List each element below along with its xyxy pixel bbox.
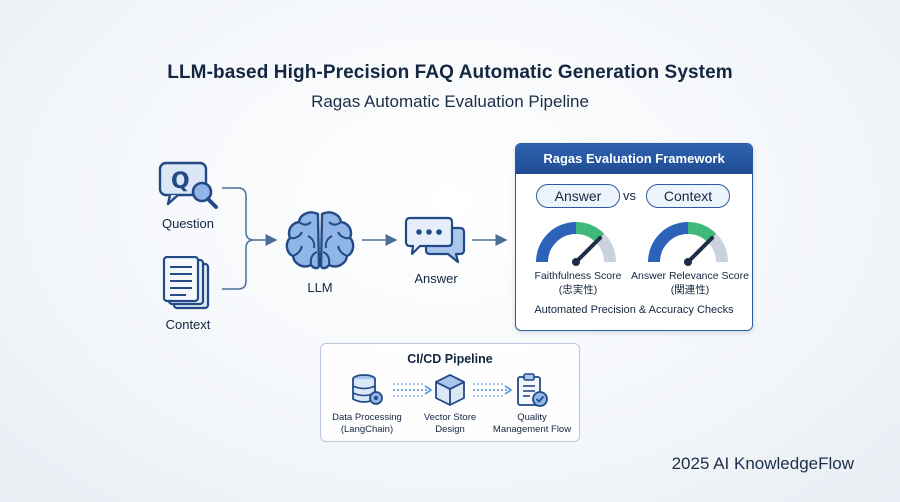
relevance-score-label: Answer Relevance Score (関連性) (628, 269, 752, 297)
ragas-evaluation-panel: Ragas Evaluation Framework Answer vs Con… (515, 143, 753, 331)
llm-label: LLM (307, 280, 333, 295)
automated-checks-label: Automated Precision & Accuracy Checks (534, 304, 734, 316)
answer-label: Answer (414, 271, 458, 286)
answer-pill: Answer (536, 184, 620, 208)
faithfulness-score-title: Faithfulness Score (534, 270, 622, 282)
dotted-arrow-1 (393, 383, 433, 397)
brand-footer: 2025 AI KnowledgeFlow (671, 454, 854, 473)
context-label: Context (165, 317, 211, 332)
page-subtitle: Ragas Automatic Evaluation Pipeline (311, 92, 589, 111)
clipboard-check-icon (517, 373, 548, 407)
question-search-icon: Q (158, 161, 218, 209)
relevance-score-title: Answer Relevance Score (631, 270, 749, 282)
cicd-step-quality: Quality Management Flow (487, 412, 577, 436)
cicd-step-vector-store: Vector Store Design (409, 412, 491, 436)
faithfulness-score-sub: (忠実性) (558, 284, 598, 296)
context-pill: Context (646, 184, 730, 208)
brain-icon (285, 211, 355, 270)
context-connector (222, 239, 255, 290)
cube-box-icon (435, 374, 465, 406)
ragas-panel-title: Ragas Evaluation Framework (516, 144, 752, 174)
svg-text:Q: Q (171, 169, 190, 194)
document-stack-icon (162, 256, 210, 310)
vector-store-sub: Design (435, 424, 465, 435)
vs-label: vs (623, 188, 636, 203)
data-processing-sub: (LangChain) (340, 424, 394, 435)
dotted-arrow-2 (473, 383, 513, 397)
cicd-pipeline-panel: CI/CD Pipeline Data Processing (LangCh (320, 343, 580, 442)
chat-bubble-icon (404, 216, 466, 264)
question-label: Question (161, 216, 215, 231)
faithfulness-score-label: Faithfulness Score (忠実性) (524, 269, 632, 297)
vector-store-label: Vector Store (423, 412, 477, 423)
data-processing-label: Data Processing (332, 412, 402, 423)
relevance-gauge-icon (648, 222, 728, 266)
database-gear-icon (352, 374, 383, 405)
relevance-score-sub: (関連性) (670, 284, 710, 296)
quality-sub: Management Flow (492, 424, 572, 435)
quality-label: Quality (517, 412, 547, 423)
question-connector (222, 187, 255, 241)
cicd-title: CI/CD Pipeline (407, 352, 493, 366)
faithfulness-gauge-icon (536, 222, 616, 266)
page-title: LLM-based High-Precision FAQ Automatic G… (167, 62, 733, 83)
cicd-step-data-processing: Data Processing (LangChain) (325, 412, 409, 436)
